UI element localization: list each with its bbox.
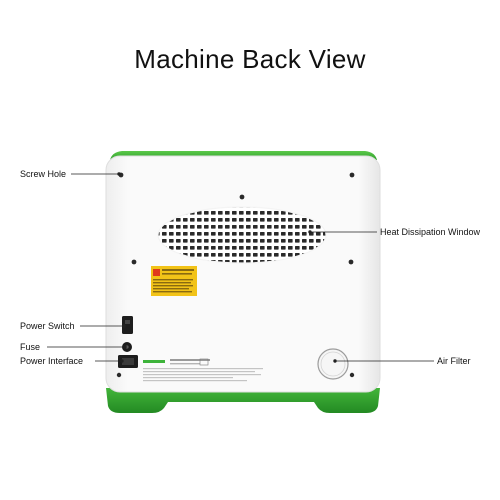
machine-body — [105, 155, 381, 393]
power-switch — [122, 316, 133, 334]
green-base — [106, 388, 380, 413]
callout-power-switch: Power Switch — [20, 321, 75, 331]
callout-heat-dissipation-window: Heat Dissipation Window — [380, 227, 481, 237]
screw-hole — [239, 194, 245, 200]
air-filter — [317, 348, 349, 380]
diagram-title: Machine Back View — [134, 44, 366, 74]
screw-hole — [348, 259, 354, 265]
callout-air-filter: Air Filter — [437, 356, 471, 366]
screw-hole — [349, 372, 355, 378]
screw-hole — [116, 372, 122, 378]
heat-dissipation-window — [158, 207, 326, 263]
screw-hole — [131, 259, 137, 265]
rating-plate-logo — [143, 360, 165, 363]
rating-plate — [170, 359, 210, 361]
callout-screw-hole: Screw Hole — [20, 169, 67, 179]
callout-fuse: Fuse — [20, 342, 41, 352]
screw-hole — [349, 172, 355, 178]
callout-power-interface: Power Interface — [20, 356, 84, 366]
